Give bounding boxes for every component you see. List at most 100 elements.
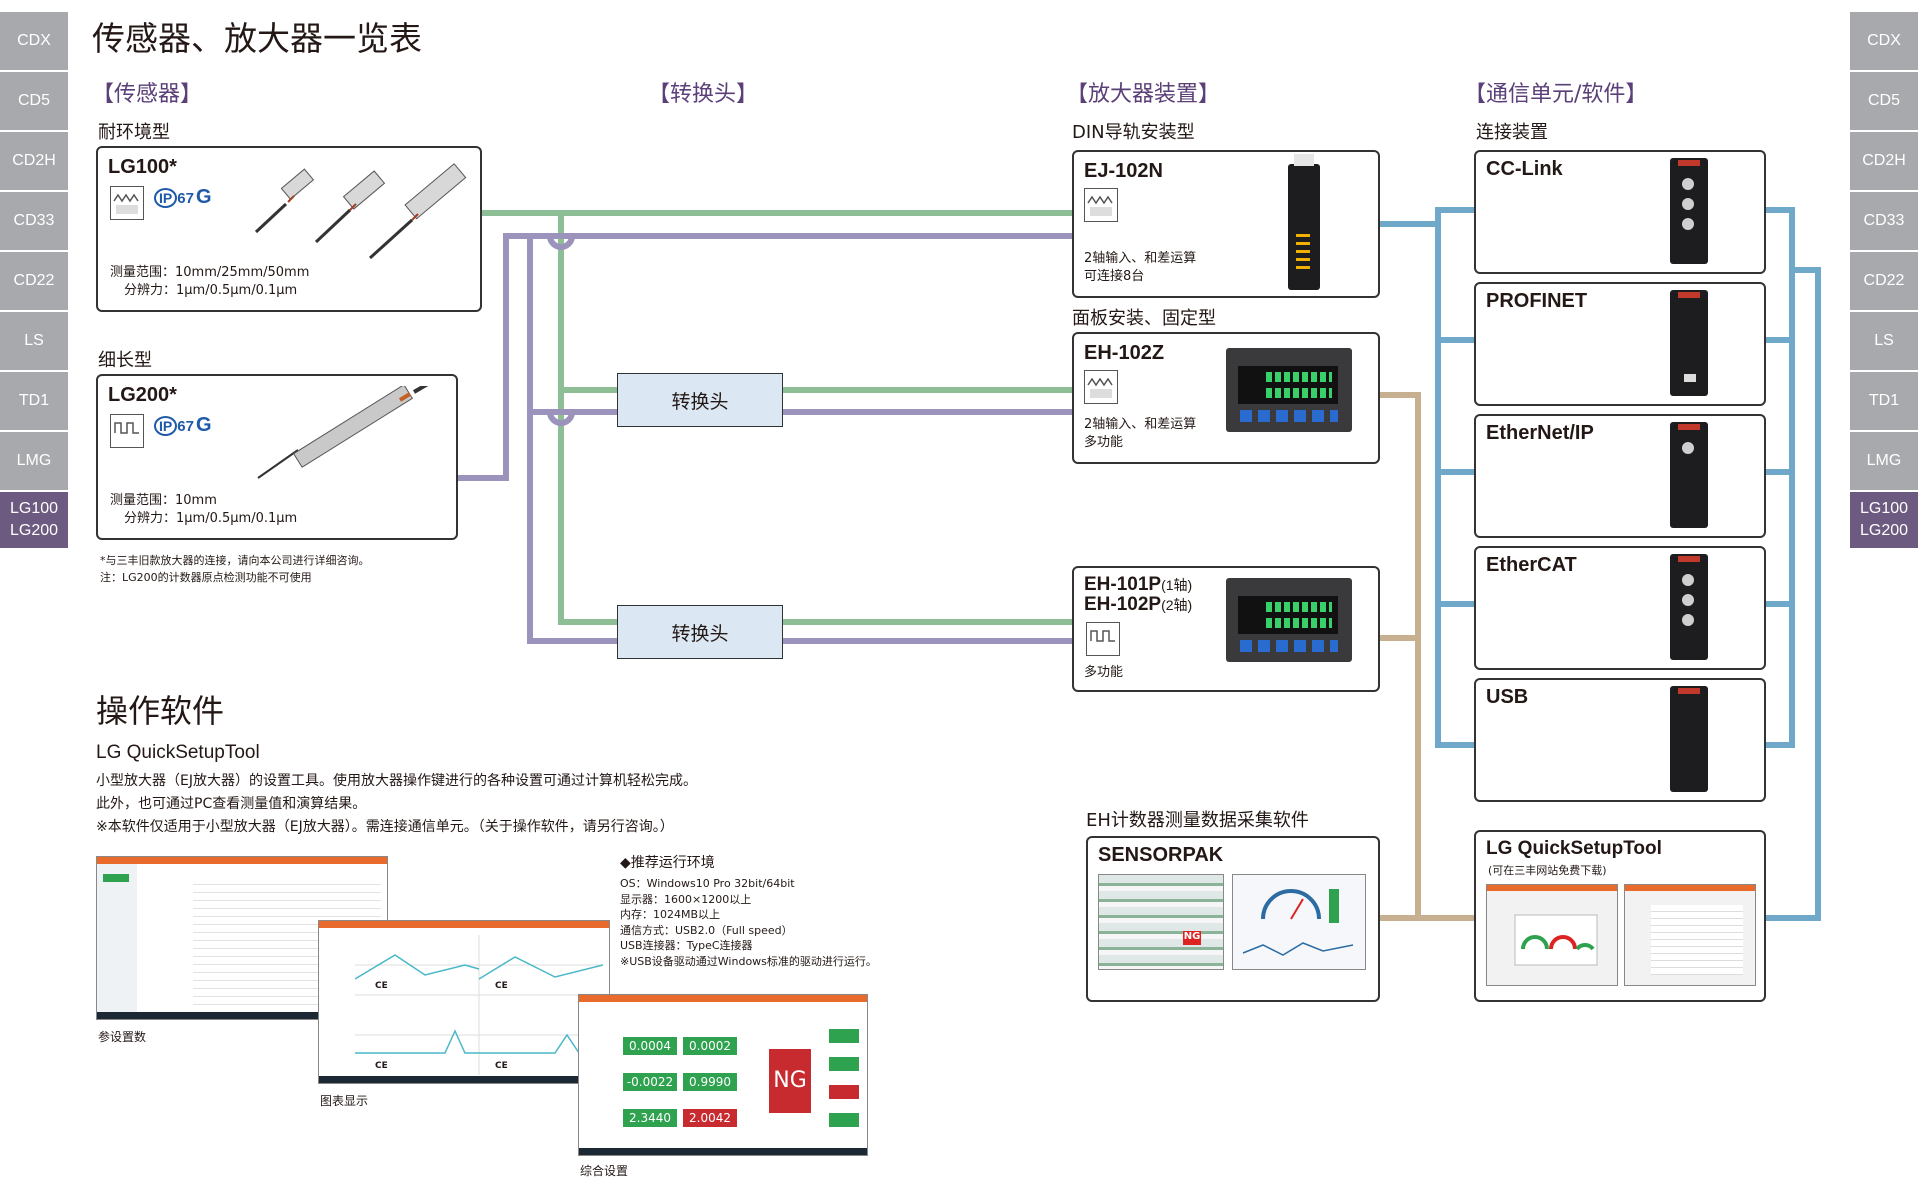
- software-line-3: ※本软件仅适用于小型放大器（EJ放大器）。需连接通信单元。（关于操作软件，请另行…: [96, 819, 674, 835]
- env-item: 内存：1024MB以上: [620, 908, 721, 921]
- section-amplifier: 【放大器装置】: [1066, 82, 1221, 107]
- side-tab-cdx[interactable]: CDX: [0, 12, 68, 70]
- eh102z-desc1: 2轴输入、和差运算: [1084, 417, 1197, 432]
- side-tab-cd2h-right[interactable]: CD2H: [1850, 132, 1918, 190]
- g-icon: G: [196, 414, 212, 436]
- side-tab-ls-right[interactable]: LS: [1850, 312, 1918, 370]
- eh102z-model: EH-102Z: [1084, 342, 1165, 364]
- eh101p-device-image: [1226, 578, 1352, 662]
- lg200-probe-image: [257, 386, 429, 479]
- chart-display-graphs: [355, 935, 603, 1075]
- lg200-range: 测量范围：10mm: [110, 493, 217, 508]
- profinet-label: PROFINET: [1486, 290, 1588, 312]
- section-converter: 【转换头】: [648, 82, 759, 107]
- ce-button-3[interactable]: CE: [375, 1061, 388, 1071]
- comm-unit-ethercat[interactable]: EtherCAT: [1474, 546, 1766, 670]
- ce-button-2[interactable]: CE: [495, 981, 508, 991]
- eh102z-device-image: [1226, 348, 1352, 432]
- amp-din-label: DIN导轨安装型: [1072, 122, 1195, 143]
- ethercat-device-image: [1670, 554, 1708, 660]
- ej102n-card[interactable]: EJ-102N 2轴输入、和差运算 可连接8台: [1072, 150, 1380, 298]
- eh101p-model: EH-101P(1轴): [1084, 574, 1192, 596]
- side-tab-td1[interactable]: TD1: [0, 372, 68, 430]
- ab-badge-icon: [110, 414, 144, 448]
- tan-line-eh102z: [1378, 392, 1476, 921]
- eh102p-model: EH-102P(2轴): [1084, 594, 1192, 616]
- side-tab-td1-right[interactable]: TD1: [1850, 372, 1918, 430]
- bridge-1: [547, 235, 575, 250]
- software-heading: 操作软件: [96, 692, 225, 730]
- value-cell-1: 0.0004: [623, 1037, 677, 1055]
- side-tab-lg100-lg200-right[interactable]: LG100 LG200: [1850, 492, 1918, 548]
- value-cell-4: 0.9990: [683, 1073, 737, 1091]
- side-tab-cd33-right[interactable]: CD33: [1850, 192, 1918, 250]
- side-tab-cd5[interactable]: CD5: [0, 72, 68, 130]
- eh102p-axis: (2轴): [1161, 597, 1193, 613]
- side-tab-cdx-right[interactable]: CDX: [1850, 12, 1918, 70]
- lg100-range: 测量范围：10mm/25mm/50mm: [110, 265, 310, 280]
- env-item: ※USB设备驱动通过Windows标准的驱动进行运行。: [620, 954, 877, 968]
- eh102z-card[interactable]: EH-102Z 2轴输入、和差运算 多功能: [1072, 332, 1380, 464]
- comm-unit-cc-link[interactable]: CC-Link: [1474, 150, 1766, 274]
- screenshot-combined-settings: 0.0004 0.0002 -0.0022 0.9990 2.3440 2.00…: [578, 994, 868, 1156]
- lgqst-screen-2: [1624, 884, 1756, 986]
- cc-link-device-image: [1670, 158, 1708, 264]
- side-tab-cd5-right[interactable]: CD5: [1850, 72, 1918, 130]
- lgqst-title: LG QuickSetupTool: [1486, 838, 1662, 859]
- env-item: USB连接器：TypeC连接器: [620, 939, 753, 952]
- eh102p-model-name: EH-102P: [1084, 594, 1162, 615]
- sensorpak-screen-2: [1232, 874, 1366, 970]
- ej102n-device-image: [1288, 154, 1320, 290]
- sensorpak-title: SENSORPAK: [1098, 844, 1224, 866]
- comm-unit-ethernet-ip[interactable]: EtherNet/IP: [1474, 414, 1766, 538]
- side-tab-cd33[interactable]: CD33: [0, 192, 68, 250]
- side-tab-lmg-right[interactable]: LMG: [1850, 432, 1918, 490]
- g-icon: G: [196, 186, 212, 208]
- caption-combined-settings: 综合设置: [580, 1164, 629, 1178]
- abc-badge-icon: [1084, 188, 1118, 222]
- sensor-group-slim: 细长型: [98, 350, 152, 371]
- side-tab-lg100-lg200[interactable]: LG100 LG200: [0, 492, 68, 548]
- purple-line-conv1: [527, 236, 618, 644]
- converter-1[interactable]: 转换头: [617, 373, 783, 427]
- sensor-note-2: 注：LG200的计数器原点检测功能不可使用: [100, 571, 312, 584]
- blue-line-comm-trunk: [1435, 210, 1475, 748]
- section-comm: 【通信单元/软件】: [1464, 82, 1648, 107]
- usb-label: USB: [1486, 686, 1529, 708]
- eh101p-desc: 多功能: [1084, 665, 1124, 680]
- ej102n-model: EJ-102N: [1084, 160, 1163, 182]
- converter-2[interactable]: 转换头: [617, 605, 783, 659]
- side-tab-cd22[interactable]: CD22: [0, 252, 68, 310]
- ethernet-ip-device-image: [1670, 422, 1708, 528]
- caption-parameter-settings: 参设置数: [98, 1030, 147, 1044]
- side-tab-cd2h[interactable]: CD2H: [0, 132, 68, 190]
- sensorpak-card[interactable]: SENSORPAK NG: [1086, 836, 1380, 1002]
- ce-button-4[interactable]: CE: [495, 1061, 508, 1071]
- ce-button-1[interactable]: CE: [375, 981, 388, 991]
- green-line-conv1: [558, 213, 618, 625]
- usb-device-image: [1670, 686, 1708, 792]
- lg-quicksetuptool-card[interactable]: LG QuickSetupTool (可在三丰网站免费下载): [1474, 830, 1766, 1002]
- screenshot-chart-display: CE CE CE CE: [318, 920, 610, 1084]
- eh101p-card[interactable]: EH-101P(1轴) EH-102P(2轴) 多功能: [1072, 566, 1380, 692]
- comm-unit-usb[interactable]: USB: [1474, 678, 1766, 802]
- comm-unit-profinet[interactable]: PROFINET: [1474, 282, 1766, 406]
- software-line-1: 小型放大器（EJ放大器）的设置工具。使用放大器操作键进行的各种设置可通过计算机轻…: [96, 773, 697, 789]
- lg200-model: LG200*: [108, 384, 177, 406]
- comm-connect-label: 连接装置: [1476, 122, 1548, 143]
- ej102n-desc1: 2轴输入、和差运算: [1084, 251, 1197, 266]
- lgqst-screen-1: [1486, 884, 1618, 986]
- env-item: 通信方式：USB2.0（Full speed）: [620, 923, 793, 937]
- caption-chart-display: 图表显示: [320, 1094, 369, 1108]
- side-tab-ls[interactable]: LS: [0, 312, 68, 370]
- side-tab-lmg[interactable]: LMG: [0, 432, 68, 490]
- purple-line-lg200: [456, 233, 1072, 481]
- side-tab-cd22-right[interactable]: CD22: [1850, 252, 1918, 310]
- ethercat-label: EtherCAT: [1486, 554, 1577, 576]
- ng-indicator: NG: [1183, 931, 1201, 945]
- value-cell-5: 2.3440: [623, 1109, 677, 1127]
- sensorpak-screen-1: NG: [1098, 874, 1224, 970]
